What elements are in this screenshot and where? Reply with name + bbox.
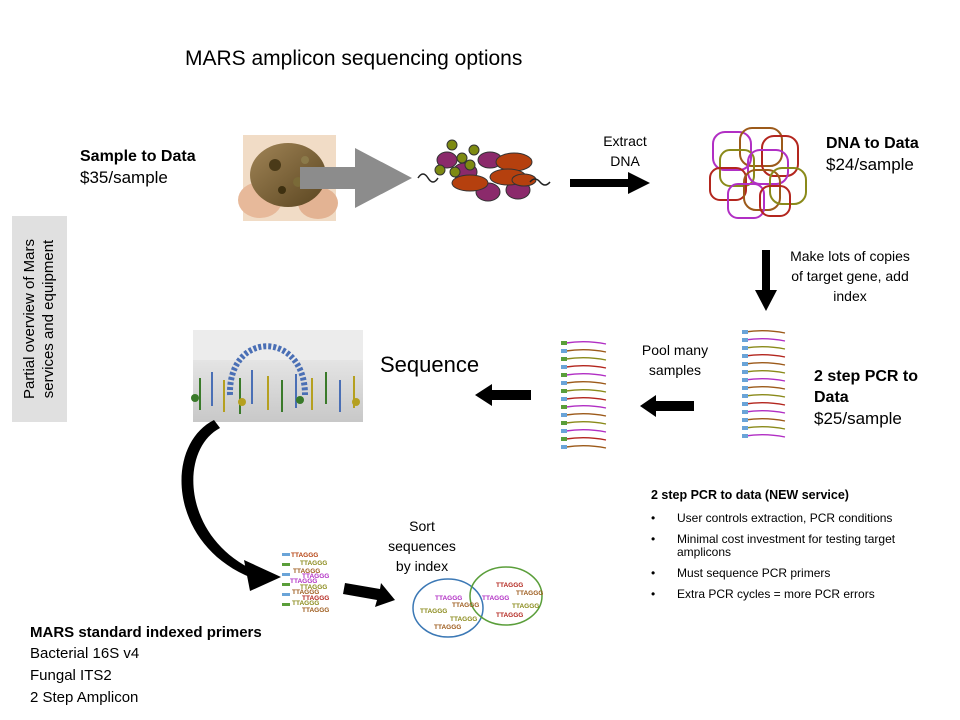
barcode-labels-left: TTAGGG TTAGGG TTAGGG TTAGGG TTAGGG TTAGG… bbox=[290, 552, 329, 614]
service-price: $35/sample bbox=[80, 168, 168, 187]
barcode-label: TTAGGG bbox=[482, 595, 509, 602]
notes-item: Must sequence PCR primers bbox=[651, 567, 951, 581]
barcode-label: TTAGGG bbox=[434, 624, 461, 631]
step-sort-label: Sort sequences by index bbox=[388, 518, 456, 574]
dna-tangle-illustration bbox=[709, 127, 807, 219]
barcode-label: TTAGGG bbox=[292, 600, 319, 607]
service-name: DNA to Data bbox=[826, 135, 919, 152]
extract-arrow-icon bbox=[570, 172, 650, 194]
barcoded-reads-illustration bbox=[282, 553, 290, 606]
notes-list: User controls extraction, PCR conditions… bbox=[651, 512, 951, 602]
primer-item: Bacterial 16S v4 bbox=[30, 645, 140, 662]
step-copies-label: Make lots of copies of target gene, add … bbox=[790, 248, 910, 304]
service-dna-to-data: DNA to Data $24/sample bbox=[826, 133, 919, 176]
service-price: $25/sample bbox=[814, 409, 902, 428]
step-extract-label: Extract DNA bbox=[603, 133, 647, 169]
barcode-labels-sorted: TTAGGG TTAGGG TTAGGG TTAGGG TTAGGG TTAGG… bbox=[420, 582, 543, 631]
grey-arrow-icon bbox=[300, 148, 412, 208]
barcode-label: TTAGGG bbox=[496, 612, 523, 619]
side-panel: Partial overview of Mars services and eq… bbox=[12, 216, 67, 422]
service-price: $24/sample bbox=[826, 155, 914, 174]
primer-item: 2 Step Amplicon bbox=[30, 689, 139, 706]
sort-arrow-icon bbox=[343, 583, 395, 607]
barcode-label: TTAGGG bbox=[302, 595, 329, 602]
service-sample-to-data: Sample to Data $35/sample bbox=[80, 146, 196, 189]
service-pcr-to-data: 2 step PCR to Data $25/sample bbox=[814, 366, 924, 430]
notes-item: Extra PCR cycles = more PCR errors bbox=[651, 588, 951, 602]
pcr-amplicons-illustration bbox=[742, 330, 786, 438]
barcode-label: TTAGGG bbox=[302, 607, 329, 614]
barcode-label: TTAGGG bbox=[435, 595, 462, 602]
primers-title: MARS standard indexed primers bbox=[30, 624, 262, 641]
barcode-label: TTAGGG bbox=[292, 589, 319, 596]
notes-heading: 2 step PCR to data (NEW service) bbox=[651, 488, 849, 502]
soil-sample-photo bbox=[238, 135, 338, 221]
barcode-label: TTAGGG bbox=[300, 560, 327, 567]
barcode-label: TTAGGG bbox=[300, 584, 327, 591]
sorted-group-circle bbox=[412, 578, 484, 638]
barcode-label: TTAGGG bbox=[291, 552, 318, 559]
step-pool-label: Pool many samples bbox=[641, 342, 709, 378]
primers-block: MARS standard indexed primers Bacterial … bbox=[30, 622, 262, 709]
barcode-label: TTAGGG bbox=[450, 616, 477, 623]
barcode-label: TTAGGG bbox=[516, 590, 543, 597]
service-name: 2 step PCR to Data bbox=[814, 368, 919, 406]
curved-arrow-icon bbox=[181, 420, 281, 591]
barcode-label: TTAGGG bbox=[452, 602, 479, 609]
primer-item: Fungal ITS2 bbox=[30, 667, 112, 684]
barcode-label: TTAGGG bbox=[290, 578, 317, 585]
sorted-group-circle bbox=[469, 566, 543, 626]
pool-arrow-icon bbox=[640, 395, 694, 417]
down-arrow-icon bbox=[755, 250, 777, 311]
barcode-label: TTAGGG bbox=[420, 608, 447, 615]
barcode-label: TTAGGG bbox=[512, 603, 539, 610]
barcode-label: TTAGGG bbox=[293, 568, 320, 575]
page-title: MARS amplicon sequencing options bbox=[185, 47, 523, 70]
sequencer-illustration bbox=[191, 330, 363, 422]
pooled-samples-illustration bbox=[561, 341, 607, 449]
sequence-arrow-icon bbox=[475, 384, 531, 406]
microbe-cells-illustration bbox=[417, 139, 551, 202]
barcode-label: TTAGGG bbox=[302, 573, 329, 580]
service-name: Sample to Data bbox=[80, 148, 196, 165]
notes-box: 2 step PCR to data (NEW service) User co… bbox=[651, 488, 951, 609]
notes-item: Minimal cost investment for testing targ… bbox=[651, 533, 951, 559]
notes-item: User controls extraction, PCR conditions bbox=[651, 512, 951, 526]
step-sequence-label: Sequence bbox=[380, 352, 480, 377]
barcode-label: TTAGGG bbox=[496, 582, 523, 589]
